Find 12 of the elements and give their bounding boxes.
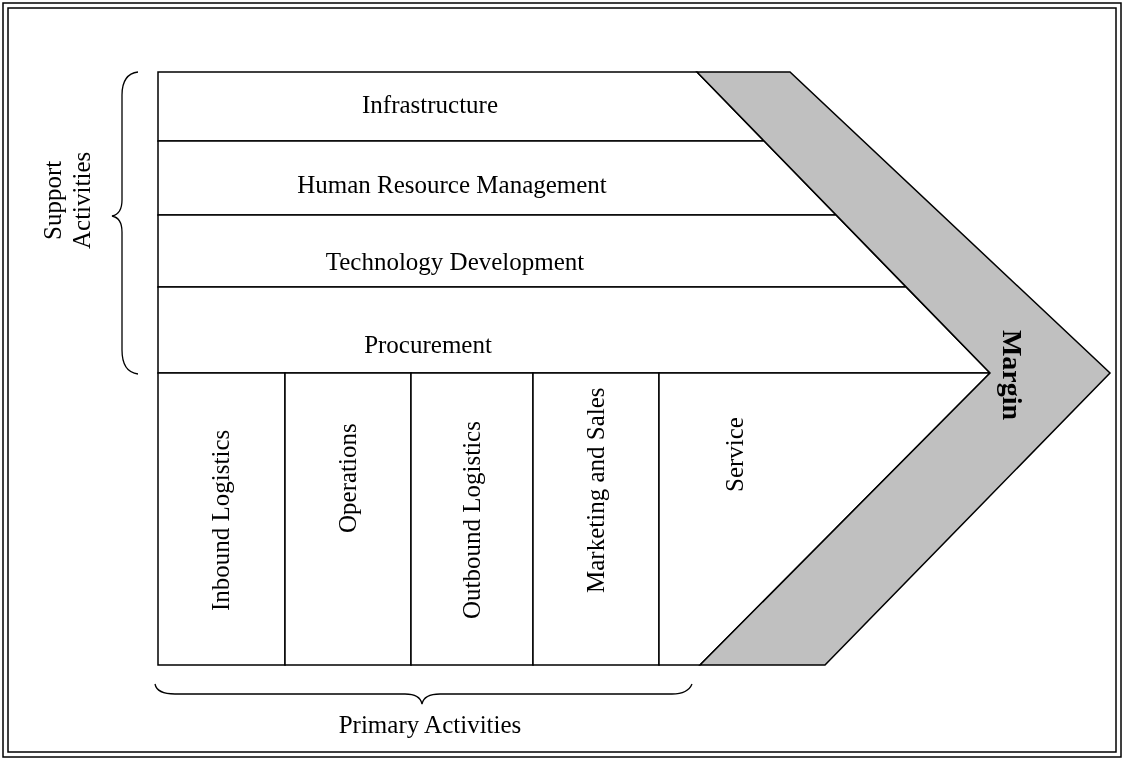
activity-label: Human Resource Management bbox=[297, 170, 607, 200]
activity-label: Procurement bbox=[364, 330, 492, 360]
activity-label: Technology Development bbox=[325, 247, 585, 277]
activity-label: Outbound Logistics bbox=[457, 420, 486, 621]
group-label: Primary Activities bbox=[338, 710, 522, 740]
activity-label: Service bbox=[720, 416, 749, 495]
group-label: Support Activities bbox=[39, 150, 96, 251]
margin-label: Margin bbox=[996, 329, 1029, 421]
activity-label: Operations bbox=[333, 422, 362, 535]
activity-label: Infrastructure bbox=[362, 90, 498, 120]
activity-label: Inbound Logistics bbox=[206, 428, 235, 613]
activity-label: Marketing and Sales bbox=[581, 386, 610, 595]
